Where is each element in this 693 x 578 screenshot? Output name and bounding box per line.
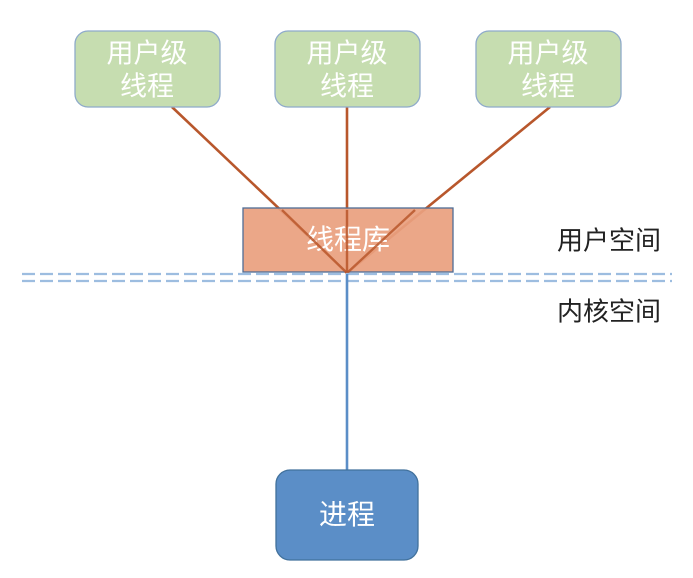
process-label: 进程 [319, 498, 375, 531]
mapping-line-overlay-3 [346, 209, 416, 274]
kernel-space-label: 内核空间 [557, 298, 661, 328]
user-thread-node-1: 用户级 线程 [74, 30, 221, 108]
user-thread-label-line1: 用户级 [307, 39, 388, 70]
process-node: 进程 [275, 469, 419, 561]
mapping-line-overlay-1 [281, 209, 348, 274]
user-thread-label-line2: 线程 [521, 72, 575, 103]
user-thread-label-line2: 线程 [320, 72, 374, 103]
user-thread-node-3: 用户级 线程 [475, 30, 622, 108]
user-thread-node-2: 用户级 线程 [274, 30, 421, 108]
user-thread-label-line1: 用户级 [508, 39, 589, 70]
user-thread-label-line2: 线程 [120, 72, 174, 103]
user-space-label: 用户空间 [557, 227, 661, 257]
user-thread-label-line1: 用户级 [107, 39, 188, 70]
